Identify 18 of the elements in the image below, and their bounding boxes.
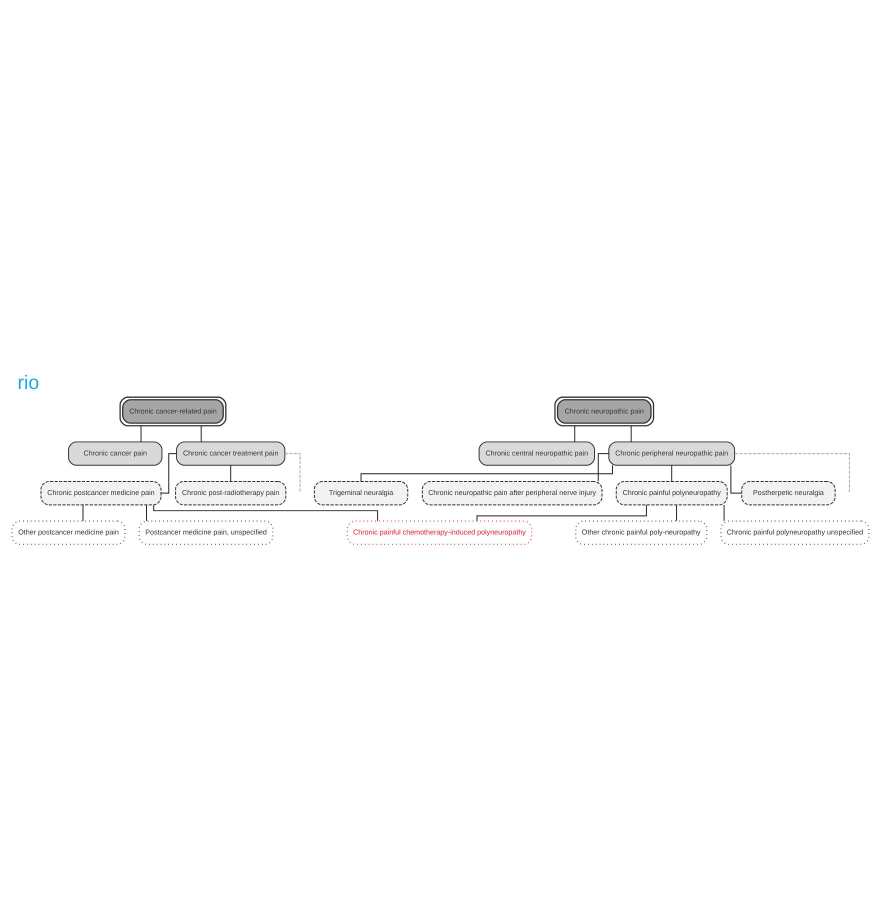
connector [153, 504, 378, 521]
connector [724, 504, 725, 521]
connector [676, 504, 678, 521]
connector [140, 424, 142, 442]
connector [82, 504, 84, 521]
connector [734, 452, 850, 493]
connector [574, 424, 576, 442]
connector [230, 464, 232, 482]
connector [146, 504, 147, 521]
connector [671, 464, 672, 482]
connector [598, 452, 610, 482]
connector [360, 464, 614, 482]
connector [160, 452, 177, 494]
connector [200, 424, 202, 442]
connector [284, 452, 301, 493]
connector [730, 464, 742, 494]
diagram-title: rio [18, 371, 40, 394]
connector [630, 424, 632, 442]
